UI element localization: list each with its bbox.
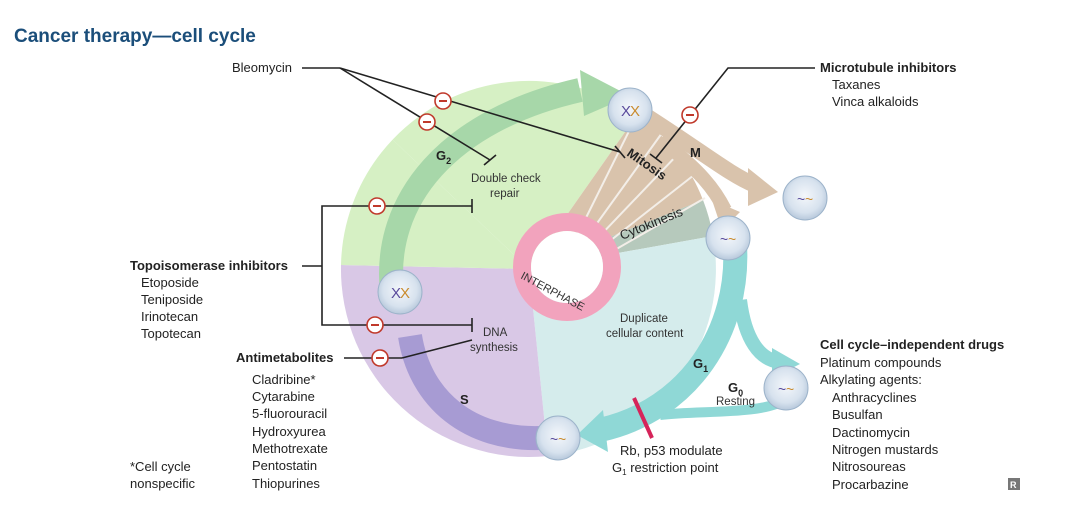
g2-arrow bbox=[379, 78, 583, 294]
cell-icon: XX bbox=[377, 269, 423, 315]
g2-region-label-2: repair bbox=[490, 188, 520, 200]
svg-text:~: ~ bbox=[550, 431, 558, 447]
inhibit-icon bbox=[371, 349, 389, 367]
g1-label: G1 bbox=[693, 356, 708, 374]
svg-text:~: ~ bbox=[805, 191, 813, 207]
g0-label: G0 bbox=[728, 380, 743, 398]
resting-label: Resting bbox=[716, 396, 755, 408]
g1-region-label: Duplicate bbox=[620, 313, 668, 325]
inhibit-icon bbox=[418, 113, 436, 131]
restriction-label-2: G1 restriction point bbox=[612, 460, 719, 477]
svg-text:~: ~ bbox=[786, 381, 794, 397]
antimetabolite-item: Pentostatin bbox=[252, 458, 317, 473]
restriction-label: Rb, p53 modulate bbox=[620, 443, 723, 458]
microtubule-heading: Microtubule inhibitors bbox=[820, 60, 957, 75]
g2-label: G2 bbox=[436, 148, 451, 166]
independent-line-2: Alkylating agents: bbox=[820, 372, 922, 387]
topoisomerase-item: Etoposide bbox=[141, 275, 199, 290]
logo-icon: R bbox=[1008, 478, 1020, 490]
svg-text:X: X bbox=[400, 285, 410, 302]
s-label: S bbox=[460, 392, 469, 407]
inhibit-icon bbox=[368, 197, 386, 215]
svg-text:~: ~ bbox=[720, 231, 728, 247]
antimetabolite-item: Cytarabine bbox=[252, 389, 315, 404]
microtubule-item: Vinca alkaloids bbox=[832, 94, 919, 109]
cell-icon: XX bbox=[607, 87, 653, 133]
s-arrow bbox=[398, 333, 541, 451]
g2-sector bbox=[392, 80, 637, 269]
cell-icon: ~~ bbox=[763, 365, 809, 411]
antimetabolite-item: Thiopurines bbox=[252, 476, 320, 491]
svg-text:~: ~ bbox=[797, 191, 805, 207]
antimetabolites-heading: Antimetabolites bbox=[236, 350, 334, 365]
antimetabolite-item: 5-fluorouracil bbox=[252, 406, 327, 421]
antimetabolite-item: Hydroxyurea bbox=[252, 424, 326, 439]
svg-text:R: R bbox=[1010, 480, 1017, 490]
alkylating-item: Nitrogen mustards bbox=[832, 442, 939, 457]
inhibit-icon bbox=[434, 92, 452, 110]
interphase-ring bbox=[513, 213, 621, 321]
topoisomerase-item: Teniposide bbox=[141, 292, 203, 307]
independent-heading: Cell cycle–independent drugs bbox=[820, 337, 1004, 352]
svg-text:X: X bbox=[391, 285, 401, 302]
bleomycin-lines bbox=[302, 67, 626, 166]
svg-text:~: ~ bbox=[728, 231, 736, 247]
cycle-wheel bbox=[340, 80, 716, 457]
topoisomerase-item: Topotecan bbox=[141, 326, 201, 341]
independent-line-1: Platinum compounds bbox=[820, 355, 942, 370]
topoisomerase-lines bbox=[302, 199, 473, 332]
s-region-label-2: synthesis bbox=[470, 342, 518, 354]
svg-text:X: X bbox=[621, 103, 631, 120]
svg-text:X: X bbox=[630, 103, 640, 120]
topoisomerase-item: Irinotecan bbox=[141, 309, 198, 324]
alkylating-item: Dactinomycin bbox=[832, 425, 910, 440]
bleomycin-label: Bleomycin bbox=[232, 60, 292, 75]
topoisomerase-heading: Topoisomerase inhibitors bbox=[130, 258, 288, 273]
inhibit-icon bbox=[366, 316, 384, 334]
antimetabolite-item: Cladribine* bbox=[252, 372, 316, 387]
microtubule-lines bbox=[649, 67, 815, 164]
alkylating-item: Nitrosoureas bbox=[832, 459, 906, 474]
g2-arrowhead bbox=[580, 70, 630, 116]
antimetabolite-item: Methotrexate bbox=[252, 441, 328, 456]
footnote-line-1: *Cell cycle bbox=[130, 459, 191, 474]
inhibit-icon bbox=[681, 106, 699, 124]
alkylating-item: Busulfan bbox=[832, 407, 883, 422]
microtubule-item: Taxanes bbox=[832, 77, 881, 92]
g1-arrowhead bbox=[577, 410, 608, 452]
footnote-line-2: nonspecific bbox=[130, 476, 196, 491]
g2-region-label: Double check bbox=[471, 173, 541, 185]
svg-text:~: ~ bbox=[778, 381, 786, 397]
cell-icon: ~~ bbox=[535, 415, 581, 461]
cell-icon: ~~ bbox=[782, 175, 828, 221]
m-label: M bbox=[690, 145, 701, 160]
g1-region-label-2: cellular content bbox=[606, 328, 684, 340]
alkylating-item: Anthracyclines bbox=[832, 390, 917, 405]
s-region-label: DNA bbox=[483, 327, 508, 339]
svg-text:~: ~ bbox=[558, 431, 566, 447]
page-title: Cancer therapy—cell cycle bbox=[14, 26, 256, 47]
m-arrow-upper bbox=[635, 105, 759, 193]
restriction-point-marker bbox=[632, 397, 654, 439]
m-arrow-lower bbox=[655, 134, 732, 214]
g1-arrow bbox=[597, 244, 748, 442]
alkylating-item: Procarbazine bbox=[832, 477, 909, 492]
cell-icon: ~~ bbox=[705, 215, 751, 261]
